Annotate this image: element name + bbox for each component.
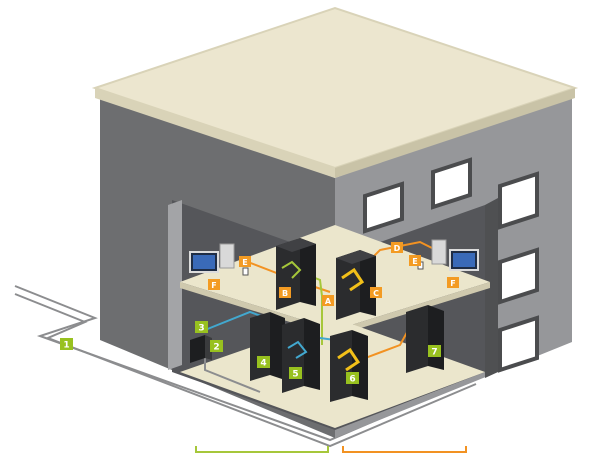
badge-D-text: D <box>394 244 401 253</box>
badge-3-text: 3 <box>198 324 204 334</box>
badge-C: C <box>370 287 382 298</box>
badge-E-left-box <box>239 256 251 267</box>
badge-F-right-text: F <box>450 279 455 288</box>
window-1 <box>363 181 404 234</box>
pc-tower-right <box>431 239 447 265</box>
badge-D: D <box>391 242 403 253</box>
badge-B-box <box>279 287 291 298</box>
badge-C-text: C <box>373 289 379 298</box>
badge-6-text: 6 <box>349 375 355 385</box>
left-pillar <box>168 200 182 370</box>
rack-lower-4 <box>250 312 285 381</box>
monitor-left-screen <box>193 255 215 269</box>
rack-upper-right-patch <box>341 267 365 292</box>
badge-E-right: E <box>409 255 421 266</box>
badge-A: A <box>322 295 334 306</box>
badge-3-box <box>195 321 208 333</box>
entrance-cable-inner <box>14 293 477 448</box>
rack-4-front <box>250 312 270 381</box>
rack-upper-left-top <box>276 238 316 252</box>
orange-bracket <box>342 446 467 453</box>
rack-upper-right-top <box>336 250 376 264</box>
workstation-left <box>189 243 249 276</box>
rack-6-patch <box>337 347 361 372</box>
upper-floor <box>180 225 490 336</box>
badge-E-right-text: E <box>412 257 417 266</box>
badge-4-text: 4 <box>260 359 266 369</box>
right-pillar <box>485 198 498 378</box>
badge-7-text: 7 <box>431 348 437 358</box>
rack-upper-right-front <box>336 250 360 320</box>
badge-2: 2 <box>210 340 223 353</box>
window-5 <box>498 315 539 373</box>
pc-tower-left <box>219 243 235 269</box>
rack-7-front <box>406 305 428 373</box>
badge-6-box <box>346 372 359 384</box>
entrance-box <box>190 335 212 363</box>
badge-5-text: 5 <box>292 370 298 380</box>
badge-7: 7 <box>428 345 441 358</box>
badge-C-box <box>370 287 382 298</box>
badge-E-left: E <box>239 256 251 267</box>
badge-5-box <box>289 367 302 379</box>
rack-upper-left-side <box>300 238 316 306</box>
rack-7-side <box>428 305 444 370</box>
rack-upper-left-patch <box>281 260 302 279</box>
badge-7-box <box>428 345 441 357</box>
monitor-right-screen <box>453 253 475 267</box>
badge-4-box <box>257 356 270 368</box>
rack-5-side <box>304 318 320 390</box>
badge-F-left-text: F <box>211 281 216 290</box>
rack-upper-right-side <box>360 250 376 316</box>
badge-F-left: F <box>208 279 220 290</box>
roof-edge-right <box>335 88 575 178</box>
badge-1-text: 1 <box>63 341 69 351</box>
window-3 <box>498 171 539 230</box>
badge-A-box <box>322 295 334 306</box>
wall-outlet-left <box>242 267 249 276</box>
badge-4: 4 <box>257 356 270 369</box>
rack-lower-5 <box>282 318 320 393</box>
rack-lower-6 <box>330 330 368 402</box>
roof <box>91 6 579 178</box>
badge-F-right-box <box>447 277 459 288</box>
badge-E-left-text: E <box>242 258 247 267</box>
rack-5-patch <box>287 340 308 359</box>
badge-D-box <box>391 242 403 253</box>
badge-B: B <box>279 287 291 298</box>
roof-edge-left <box>95 88 335 178</box>
rack-6-front <box>330 330 352 402</box>
rack-lower-7 <box>406 305 444 373</box>
badge-3: 3 <box>195 321 208 334</box>
rack-4-side <box>270 312 285 380</box>
badge-1: 1 <box>60 338 73 351</box>
green-bracket <box>195 446 329 453</box>
rack-upper-right <box>336 250 376 320</box>
entrance-box-front <box>190 335 205 363</box>
badge-F-left-box <box>208 279 220 290</box>
rack-upper-left <box>276 238 316 310</box>
badge-5: 5 <box>289 367 302 380</box>
badge-6: 6 <box>346 372 359 385</box>
badge-2-box <box>210 340 223 352</box>
right-windows <box>498 171 539 373</box>
label-badges: 1 2 3 4 5 6 7 A <box>60 242 459 385</box>
badge-B-text: B <box>282 289 288 298</box>
workstation-right <box>417 239 479 271</box>
badge-F-right: F <box>447 277 459 288</box>
window-2 <box>431 157 472 210</box>
upper-floor-top <box>180 225 490 330</box>
badge-A-text: A <box>325 297 332 306</box>
bottom-brackets <box>195 446 467 453</box>
badge-2-text: 2 <box>213 343 219 353</box>
window-4 <box>498 247 539 305</box>
upper-windows <box>363 157 472 234</box>
badge-1-box <box>60 338 73 350</box>
badge-E-right-box <box>409 255 421 266</box>
